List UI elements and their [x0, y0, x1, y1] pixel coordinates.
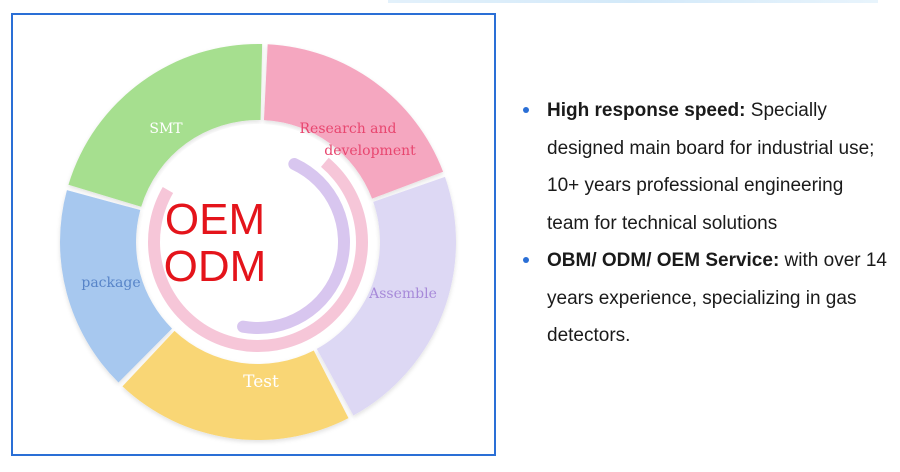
- bullet-dot-icon: [523, 257, 529, 263]
- segment-assemble: [316, 176, 456, 416]
- feature-item-response-speed: High response speed: Specially designed …: [520, 92, 890, 242]
- feature-title: OBM/ ODM/ OEM Service:: [547, 250, 780, 271]
- feature-item-service: OBM/ ODM/ OEM Service: with over 14 year…: [520, 242, 890, 355]
- feature-text: Specially designed main board for indust…: [547, 100, 875, 234]
- feature-list: High response speed: Specially designed …: [520, 92, 890, 355]
- segment-package: [60, 190, 173, 383]
- segment-label-smt: SMT: [149, 121, 183, 137]
- feature-title: High response speed:: [547, 100, 746, 121]
- inner-pink-ring: [148, 157, 368, 352]
- bullet-dot-icon: [523, 107, 529, 113]
- cycle-segments: [60, 44, 456, 440]
- inner-lavender-arc: [237, 158, 350, 334]
- segment-label-package: package: [81, 275, 140, 291]
- segment-label-research-line-1: Research and: [300, 121, 397, 137]
- feature-text: with over 14 years experience, specializ…: [547, 250, 888, 346]
- center-label-line-1: OEM: [165, 195, 265, 244]
- segment-test: [122, 330, 349, 440]
- top-accent-strip: [388, 0, 878, 3]
- segment-research: [263, 44, 444, 199]
- process-cycle-diagram: OEM ODM SMT Research and development Ass…: [60, 44, 456, 440]
- center-label-line-2: ODM: [164, 242, 267, 291]
- segment-label-research-line-2: development: [324, 143, 416, 159]
- segment-label-assemble: Assemble: [368, 286, 437, 302]
- segment-smt: [68, 44, 263, 207]
- segment-label-test: Test: [243, 372, 279, 392]
- process-diagram-frame: OEM ODM SMT Research and development Ass…: [11, 13, 496, 456]
